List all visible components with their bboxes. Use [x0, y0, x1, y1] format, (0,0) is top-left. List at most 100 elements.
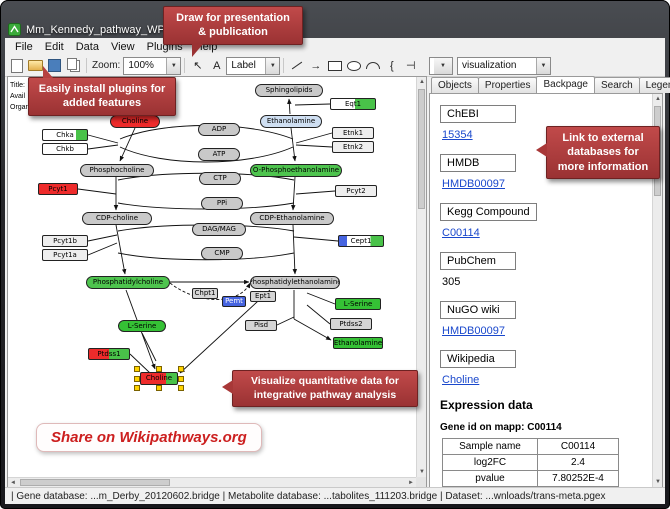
rectangle-tool-button[interactable] — [325, 57, 344, 75]
menu-item-file[interactable]: File — [15, 40, 33, 53]
pathway-node-pcyt1[interactable]: Pcyt1 — [38, 183, 78, 195]
pathway-node-ept1[interactable]: Ept1 — [250, 291, 276, 302]
backpage-link[interactable]: C00114 — [442, 227, 480, 239]
open-button[interactable] — [26, 57, 45, 75]
pathway-edge — [287, 98, 292, 115]
tab-objects[interactable]: Objects — [431, 77, 479, 93]
scrollbar-thumb[interactable] — [20, 479, 170, 486]
title-bar[interactable]: Mm_Kennedy_pathway_WP1771_45176.gpml — [6, 2, 664, 39]
pathway-node-pisd[interactable]: Pisd — [245, 320, 277, 331]
pathway-node-etnk1[interactable]: Etnk1 — [332, 127, 374, 139]
pathway-node-etnk2[interactable]: Etnk2 — [332, 141, 374, 153]
menu-item-data[interactable]: Data — [75, 40, 99, 53]
pathway-node-pcyt2[interactable]: Pcyt2 — [335, 185, 377, 197]
pathway-info-title: Title: — [10, 82, 25, 89]
pathway-node-phosphatidylcholine[interactable]: Phosphatidylcholine — [86, 276, 170, 289]
pathway-edge — [293, 318, 332, 341]
pathway-node-chpt1[interactable]: Chpt1 — [192, 288, 218, 299]
selection-tool-button[interactable]: ↖ — [188, 57, 207, 75]
line-tool-button[interactable] — [287, 57, 306, 75]
pathway-node-choline[interactable]: Choline — [110, 115, 160, 128]
expression-data-title: Expression data — [440, 398, 533, 412]
pathway-node-phosphocholine[interactable]: Phosphocholine — [80, 164, 154, 177]
selection-handle[interactable] — [134, 375, 140, 382]
brace-tool-button[interactable]: { — [382, 57, 401, 75]
chevron-down-icon[interactable]: ▼ — [536, 57, 550, 74]
selection-handle[interactable] — [178, 375, 184, 382]
chevron-down-icon[interactable]: ▼ — [265, 57, 280, 74]
pathway-node-o-phosphoethanolamine[interactable]: O-Phosphoethanolamine — [250, 164, 342, 177]
app-icon — [8, 23, 21, 36]
pathway-node-choline-selected[interactable]: Choline — [140, 372, 178, 385]
scroll-left-icon[interactable]: ◄ — [10, 480, 16, 486]
pathway-node-ethanolamine-top[interactable]: Ethanolamine — [260, 115, 322, 128]
pathway-node-l-serine-left[interactable]: L-Serine — [118, 320, 166, 332]
canvas-vertical-scrollbar[interactable]: ▲ ▼ — [416, 77, 426, 477]
pathway-node-cdp-ethanolamine[interactable]: CDP-Ethanolamine — [250, 212, 334, 225]
scroll-up-icon[interactable]: ▲ — [655, 96, 661, 102]
pathway-node-cept1[interactable]: Cept1 — [338, 235, 384, 247]
pathway-node-phosphatidylethanolamine[interactable]: Phosphatidylethanolamine — [250, 276, 340, 289]
selection-handle[interactable] — [156, 366, 162, 372]
tab-legend[interactable]: Legend — [638, 77, 670, 93]
backpage-section-header: HMDB — [440, 154, 516, 172]
pathway-node-l-serine-right[interactable]: L-Serine — [335, 298, 381, 310]
tab-backpage[interactable]: Backpage — [536, 76, 595, 93]
selection-handle[interactable] — [134, 366, 140, 372]
pathway-node-chkb[interactable]: Chkb — [42, 143, 88, 155]
menu-item-edit[interactable]: Edit — [44, 40, 64, 53]
selection-handle[interactable] — [178, 366, 184, 372]
selection-handle[interactable] — [134, 385, 140, 391]
pathway-node-pcyt1a[interactable]: Pcyt1a — [42, 249, 88, 261]
arc-tool-button[interactable] — [363, 57, 382, 75]
scroll-up-icon[interactable]: ▲ — [419, 79, 425, 85]
tab-search[interactable]: Search — [593, 77, 640, 93]
pathway-node-cdp-choline[interactable]: CDP-choline — [82, 212, 152, 225]
canvas-horizontal-scrollbar[interactable]: ◄ ► — [8, 477, 416, 487]
tbar-tool-button[interactable]: ⊣ — [401, 57, 420, 75]
mini-dropdown[interactable]: ▼ — [429, 56, 453, 75]
menu-item-view[interactable]: View — [110, 40, 135, 53]
pathway-node-pemt[interactable]: Pemt — [222, 296, 246, 307]
pathway-edge — [295, 190, 336, 195]
backpage-link[interactable]: 15354 — [442, 129, 473, 141]
pathway-node-ethanolamine-bottom[interactable]: Ethanolamine — [333, 337, 383, 349]
rectangle-icon — [327, 60, 342, 71]
pathway-node-pcyt1b[interactable]: Pcyt1b — [42, 235, 88, 247]
pathway-node-ppi[interactable]: PPi — [201, 197, 243, 210]
selection-handle[interactable] — [156, 385, 162, 391]
scroll-down-icon[interactable]: ▼ — [655, 479, 661, 485]
zoom-select[interactable]: 100% ▼ — [123, 56, 182, 75]
tab-properties[interactable]: Properties — [477, 77, 538, 93]
copy-button[interactable] — [64, 57, 83, 75]
oval-tool-button[interactable] — [344, 57, 363, 75]
pathway-node-atp[interactable]: ATP — [198, 148, 240, 161]
chevron-down-icon[interactable]: ▼ — [434, 57, 452, 74]
pathway-node-ctp[interactable]: CTP — [199, 172, 241, 185]
visualization-select[interactable]: visualization ▼ — [457, 56, 551, 75]
font-tool-button[interactable]: A — [207, 57, 226, 75]
label-template-dropdown[interactable]: Label ▼ — [226, 56, 281, 75]
pathway-node-chka[interactable]: Chka — [42, 129, 88, 141]
pathway-node-adp[interactable]: ADP — [198, 123, 240, 136]
pathway-node-eqt1[interactable]: Eqt1 — [330, 98, 376, 110]
backpage-link[interactable]: HMDB00097 — [442, 178, 505, 190]
pathway-node-dag-mag[interactable]: DAG/MAG — [192, 223, 246, 236]
new-file-button[interactable] — [7, 57, 26, 75]
arrow-tool-button[interactable]: → — [306, 57, 325, 75]
scroll-down-icon[interactable]: ▼ — [419, 469, 425, 475]
scrollbar-thumb[interactable] — [418, 89, 425, 209]
scroll-right-icon[interactable]: ► — [408, 480, 414, 486]
chevron-down-icon[interactable]: ▼ — [166, 57, 181, 74]
pathway-node-cmp[interactable]: CMP — [201, 247, 243, 260]
backpage-link[interactable]: Choline — [442, 374, 480, 386]
pathway-node-ptdss2[interactable]: Ptdss2 — [330, 318, 372, 330]
pathway-node-sphingolipids[interactable]: Sphingolipids — [255, 84, 323, 97]
selection-handle[interactable] — [178, 385, 184, 391]
backpage-link[interactable]: HMDB00097 — [442, 325, 505, 337]
pathway-node-ptdss1[interactable]: Ptdss1 — [88, 348, 130, 360]
